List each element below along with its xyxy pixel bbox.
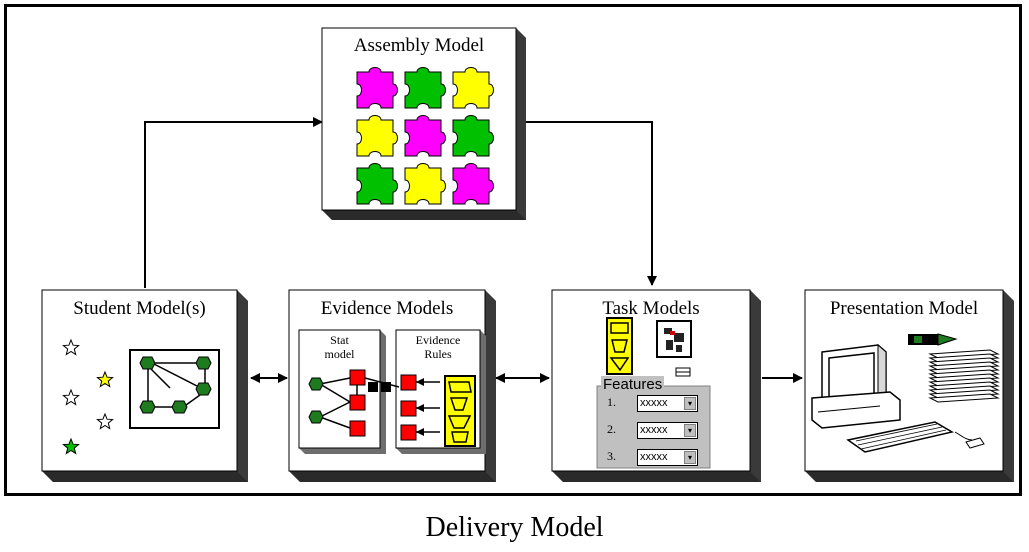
assembly-model-title: Assembly Model [353, 35, 485, 56]
delivery-model-frame [4, 4, 1022, 496]
feature-value: xxxxx [640, 451, 668, 463]
puzzle-piece-icon [404, 115, 446, 157]
puzzle-piece-icon [356, 163, 398, 205]
star-icon [96, 412, 114, 430]
paper-sheet [928, 357, 1000, 367]
puzzle-piece-icon [404, 163, 446, 205]
paper-sheet [928, 353, 1000, 363]
feature-dropdown[interactable]: xxxxx ▾ [637, 449, 698, 466]
rules-label-line2: Rules [424, 347, 452, 361]
arrow-assembly-to-task [522, 121, 657, 286]
paper-sheet [928, 361, 1000, 371]
star-icon [62, 437, 80, 455]
puzzle-piece-icon [452, 163, 494, 205]
puzzle-piece-icon [452, 115, 494, 157]
paper-sheet [928, 385, 1000, 395]
evidence-models-title: Evidence Models [320, 298, 454, 319]
paper-sheet [928, 381, 1000, 391]
stat-label-line1: Stat [330, 333, 349, 347]
paper-sheet [928, 369, 1000, 379]
star-icon [96, 370, 114, 388]
features-label: Features [601, 376, 665, 393]
paper-sheet [928, 389, 1000, 399]
pen-icon [908, 333, 958, 346]
feature-number: 2. [607, 422, 616, 436]
star-icon [62, 338, 80, 356]
paper-sheet [928, 365, 1000, 375]
feature-value: xxxxx [640, 424, 668, 436]
puzzle-piece-icon [452, 67, 494, 109]
puzzle-piece-icon [356, 67, 398, 109]
feature-number: 1. [607, 395, 616, 409]
delivery-model-caption: Delivery Model [425, 512, 604, 543]
feature-value: xxxxx [640, 397, 668, 409]
feature-dropdown[interactable]: xxxxx ▾ [637, 422, 698, 439]
chevron-down-icon[interactable]: ▾ [684, 397, 696, 410]
feature-number: 3. [607, 449, 616, 463]
feature-dropdown[interactable]: xxxxx ▾ [637, 395, 698, 412]
presentation-model-title: Presentation Model [829, 298, 979, 319]
paper-sheet [928, 393, 1000, 403]
stat-label-line2: model [324, 347, 355, 361]
chevron-down-icon[interactable]: ▾ [684, 424, 696, 437]
puzzle-piece-icon [356, 115, 398, 157]
paper-sheet [928, 377, 1000, 387]
star-icon [62, 388, 80, 406]
evidence-rules-label: Evidence Rules [396, 333, 480, 361]
puzzle-piece-icon [404, 67, 446, 109]
paper-sheet [928, 349, 1000, 359]
rules-label-line1: Evidence [415, 333, 461, 347]
task-models-title: Task Models [602, 298, 700, 319]
chevron-down-icon[interactable]: ▾ [684, 451, 696, 464]
arrow-student-to-assembly [144, 117, 323, 288]
student-model-title: Student Model(s) [73, 298, 206, 319]
paper-sheet [928, 373, 1000, 383]
stat-model-label: Stat model [299, 333, 380, 361]
